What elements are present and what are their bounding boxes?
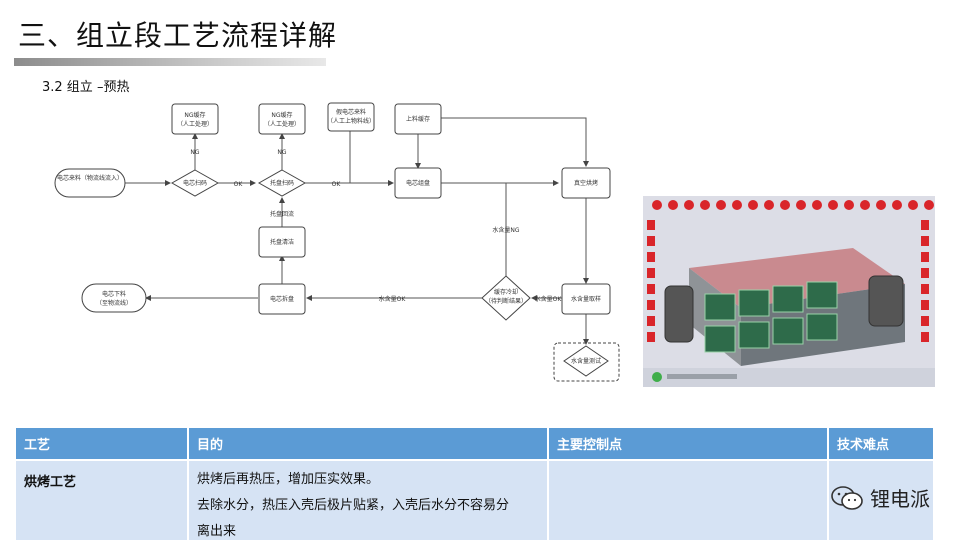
table-header-row: 工艺 目的 主要控制点 技术难点 [16,428,935,460]
node-tray-scan [257,169,307,197]
edge-label-ng-2: NG [277,149,286,156]
cell-control [548,459,829,540]
label-cell-group: 电芯组盘 [406,179,430,187]
label-water-test: 水含量测试 [571,357,601,365]
node-unstack [258,283,306,315]
label-upload-buffer: 上料缓存 [406,115,430,123]
label-buffer-cool-note: （待判断结果） [485,297,527,305]
node-tray-clean [258,226,306,258]
cell-difficulty [828,459,935,540]
label-cell-in: 电芯来料（物流线流入） [57,174,123,182]
purpose-line: 离出来 [197,524,237,539]
purpose-line: 去除水分，热压入壳后极片贴紧，入壳后水分不容易分 [197,498,510,513]
label-cell-out-note: （至物流线） [96,299,132,307]
node-cell-group [394,167,442,199]
label-tray-clean: 托盘清洁 [270,238,294,246]
page-title: 三、组立段工艺流程详解 [18,19,338,52]
title-underline [14,58,326,66]
label-water-sampling: 水含量取样 [571,295,601,303]
process-flowchart: 电芯来料（物流线流入） 电芯扫码 NG缓存 （人工处理） 托盘扫码 NG缓存 （… [54,102,620,382]
label-tray-scan: 托盘扫码 [270,179,294,187]
brand-name: 锂电派 [870,487,930,511]
col-header-control: 主要控制点 [548,428,829,460]
col-header-process: 工艺 [16,428,189,460]
equipment-photo [643,196,935,387]
wechat-icon [831,485,863,510]
edge-label-water-ng: 水含量NG [492,226,519,234]
label-vacuum-bake: 真空烘烤 [574,179,598,187]
label-ng-buffer-2: NG缓存 [271,111,292,119]
label-fake-cell: 假电芯来料 [336,108,366,116]
purpose-line: 烘烤后再热压，增加压实效果。 [197,472,380,487]
label-cell-out: 电芯下料 [102,290,126,298]
edge-label-ok-2: OK [332,181,342,188]
node-water-test-frame [553,342,620,382]
edge-label-water-ok-2: 水含量OK [379,295,407,303]
edge-label-ok-1: OK [234,181,244,188]
label-ng-buffer-2-note: （人工处理） [264,120,300,128]
edge-label-water-ok-1: 水含量OK [535,295,563,303]
brand-watermark: 锂电派 [830,483,930,512]
col-header-difficulty: 技术难点 [828,428,935,460]
section-subtitle: 3.2 组立 –预热 [42,80,130,95]
label-tray-return: 托盘回流 [270,210,294,218]
cell-purpose: 烘烤后再热压，增加压实效果。 去除水分，热压入壳后极片贴紧，入壳后水分不容易分 … [188,459,549,540]
node-water-sampling [561,283,611,315]
cell-process: 烘烤工艺 [16,459,189,540]
label-ng-buffer-1: NG缓存 [184,111,205,119]
node-cell-out [81,283,147,313]
label-cell-scan: 电芯扫码 [183,179,207,187]
node-fake-cell [327,102,375,132]
edge-label-ng-1: NG [190,149,199,156]
process-table: 工艺 目的 主要控制点 技术难点 烘烤工艺 烘烤后再热压，增加压实效果。 去除水… [16,428,935,540]
node-upload-buffer [394,103,442,135]
node-water-test [563,345,609,377]
node-buffer-cool [481,275,531,321]
label-unstack: 电芯拆盘 [270,295,294,303]
node-cell-in [54,168,126,198]
node-vacuum-bake [561,167,611,199]
table-row: 烘烤工艺 烘烤后再热压，增加压实效果。 去除水分，热压入壳后极片贴紧，入壳后水分… [16,459,935,540]
node-ng-buffer-1 [171,103,219,135]
col-header-purpose: 目的 [188,428,549,460]
label-ng-buffer-1-note: （人工处理） [177,120,213,128]
node-ng-buffer-2 [258,103,306,135]
label-fake-cell-note: （人工上物料线） [327,117,375,125]
node-cell-scan [170,169,220,197]
label-buffer-cool: 缓存冷却 [494,288,518,296]
